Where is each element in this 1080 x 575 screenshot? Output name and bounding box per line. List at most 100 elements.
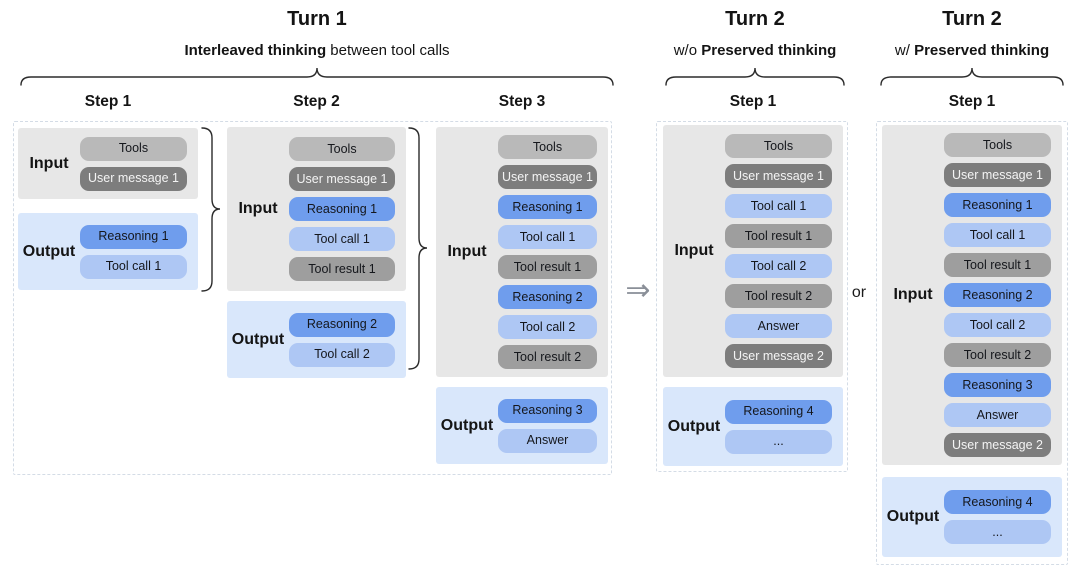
turn1-step3-output-section: Output Reasoning 3 Answer xyxy=(436,387,608,464)
step1-to-step2-brace xyxy=(201,127,221,292)
pill-tools: Tools xyxy=(80,136,187,161)
turn2-wo-brace xyxy=(665,66,845,86)
pill-result: Tool result 1 xyxy=(289,257,395,281)
pill-result: Tool result 2 xyxy=(944,343,1051,367)
pill-toolcall: Tool call 1 xyxy=(725,194,832,218)
pill-answer: Answer xyxy=(944,403,1051,427)
pill-answer: Answer xyxy=(498,428,597,453)
pill-user: User message 1 xyxy=(289,167,395,191)
pill-tools: Tools xyxy=(498,135,597,159)
pill-ellipsis: ... xyxy=(944,520,1051,544)
pill-stack: Reasoning 4... xyxy=(725,399,832,454)
turn1-subtitle: Interleaved thinking between tool calls xyxy=(20,42,614,60)
turn2-w-boundary xyxy=(876,121,1068,565)
pill-reasoning: Reasoning 3 xyxy=(944,373,1051,397)
step2-to-step3-brace xyxy=(408,127,428,370)
pill-toolcall: Tool call 1 xyxy=(944,223,1051,247)
turn2-wo-boundary xyxy=(656,121,848,472)
pill-stack: Reasoning 4... xyxy=(944,490,1051,544)
pill-user: User message 1 xyxy=(80,166,187,191)
output-label: Output xyxy=(440,416,494,434)
input-label: Input xyxy=(893,286,933,303)
turn1-brace xyxy=(20,66,614,86)
input-label: Input xyxy=(674,242,714,259)
turn1-boundary xyxy=(13,121,612,475)
pill-result: Tool result 2 xyxy=(725,284,832,308)
pill-result: Tool result 1 xyxy=(944,253,1051,277)
pill-reasoning: Reasoning 2 xyxy=(944,283,1051,307)
pill-user: User message 1 xyxy=(498,165,597,189)
turn2-w-subtitle-pre: w/ xyxy=(894,42,915,59)
turn1-title: Turn 1 xyxy=(287,8,347,30)
turn2-wo-subtitle-bold: Preserved thinking xyxy=(701,42,837,59)
pill-toolcall: Tool call 2 xyxy=(725,254,832,278)
pill-result: Tool result 1 xyxy=(725,224,832,248)
pill-user: User message 2 xyxy=(944,433,1051,457)
pill-ellipsis: ... xyxy=(725,429,832,454)
turn2-wo-step1-label: Step 1 xyxy=(729,93,777,110)
pill-tools: Tools xyxy=(725,134,832,158)
turn1-step1-output-section: Output Reasoning 1 Tool call 1 xyxy=(18,213,198,290)
turn2-wo-title: Turn 2 xyxy=(725,8,785,30)
pill-reasoning: Reasoning 1 xyxy=(80,224,187,249)
pill-tools: Tools xyxy=(944,133,1051,157)
pill-reasoning: Reasoning 4 xyxy=(725,399,832,424)
input-label: Input xyxy=(238,200,278,217)
turn2-wo-output-section: Output Reasoning 4... xyxy=(663,387,843,466)
pill-toolcall: Tool call 1 xyxy=(80,254,187,279)
pill-reasoning: Reasoning 1 xyxy=(944,193,1051,217)
pill-reasoning: Reasoning 1 xyxy=(289,197,395,221)
turn2-w-subtitle-bold: Preserved thinking xyxy=(914,42,1050,59)
input-label: Input xyxy=(447,243,487,260)
turn2-w-brace xyxy=(880,66,1064,86)
turn1-step2-label: Step 2 xyxy=(293,93,340,110)
pill-toolcall: Tool call 2 xyxy=(944,313,1051,337)
pill-toolcall: Tool call 1 xyxy=(289,227,395,251)
turn1-subtitle-post: between tool calls xyxy=(326,42,450,59)
turn1-step3-label: Step 3 xyxy=(498,93,546,110)
pill-reasoning: Reasoning 3 xyxy=(498,398,597,423)
pill-reasoning: Reasoning 2 xyxy=(498,285,597,309)
output-label: Output xyxy=(886,508,940,525)
turn1-step1-label: Step 1 xyxy=(84,93,132,110)
pill-user: User message 1 xyxy=(725,164,832,188)
pill-result: Tool result 2 xyxy=(498,345,597,369)
turn2-wo-subtitle: w/o Preserved thinking xyxy=(640,42,870,60)
output-label: Output xyxy=(667,417,721,435)
turn2-w-title: Turn 2 xyxy=(942,8,1002,30)
or-label: or xyxy=(851,284,867,301)
pill-tools: Tools xyxy=(289,137,395,161)
turn2-w-step1-label: Step 1 xyxy=(948,93,996,110)
pill-toolcall: Tool call 2 xyxy=(498,315,597,339)
double-arrow-icon: ⇒ xyxy=(625,274,651,307)
pill-answer: Answer xyxy=(725,314,832,338)
output-label: Output xyxy=(231,330,285,348)
pill-stack: Reasoning 1 Tool call 1 xyxy=(80,224,187,279)
pill-result: Tool result 1 xyxy=(498,255,597,279)
pill-reasoning: Reasoning 4 xyxy=(944,490,1051,514)
turn2-wo-subtitle-pre: w/o xyxy=(673,42,702,59)
turn2-w-output-section: Output Reasoning 4... xyxy=(882,477,1062,557)
pill-stack: Reasoning 3 Answer xyxy=(498,398,597,453)
output-label: Output xyxy=(22,242,76,260)
turn1-subtitle-bold: Interleaved thinking xyxy=(184,42,327,59)
pill-toolcall: Tool call 1 xyxy=(498,225,597,249)
pill-user: User message 2 xyxy=(725,344,832,368)
turn2-w-subtitle: w/ Preserved thinking xyxy=(860,42,1080,60)
input-label: Input xyxy=(29,154,69,172)
pill-reasoning: Reasoning 1 xyxy=(498,195,597,219)
pill-reasoning: Reasoning 2 xyxy=(289,312,395,337)
